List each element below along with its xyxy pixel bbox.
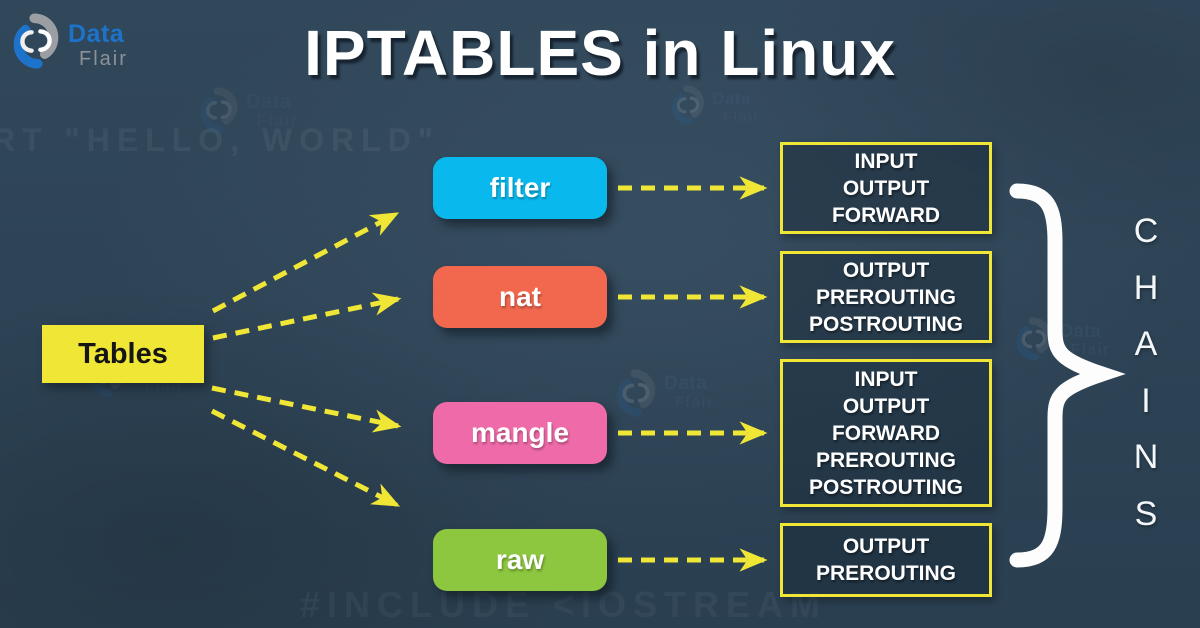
- table-pill-raw: raw: [433, 529, 607, 591]
- page-title: IPTABLES in Linux: [304, 17, 896, 89]
- chain-name: INPUT: [854, 367, 918, 391]
- chain-name: OUTPUT: [842, 176, 930, 200]
- table-pill-label: nat: [499, 281, 541, 312]
- chain-name: FORWARD: [831, 203, 941, 227]
- chain-name: INPUT: [854, 149, 918, 173]
- chain-name: PREROUTING: [815, 562, 956, 585]
- table-pill-nat: nat: [433, 266, 607, 328]
- chain-name: POSTROUTING: [808, 312, 963, 336]
- dataflair-logo: Data Flair: [8, 12, 128, 70]
- tables-node-label: Tables: [78, 337, 168, 370]
- brand-name-bottom: Flair: [79, 48, 128, 70]
- dataflair-logo-icon: [196, 86, 242, 134]
- chain-name: OUTPUT: [842, 535, 930, 558]
- chain-box-nat: OUTPUT PREROUTING POSTROUTING: [780, 251, 992, 343]
- arrow-tables-to-raw: [210, 408, 401, 508]
- chain-box-filter: INPUT OUTPUT FORWARD: [780, 142, 992, 234]
- brand-name-top: Data: [68, 20, 125, 48]
- table-pill-label: mangle: [470, 417, 570, 448]
- curly-brace: [1009, 183, 1126, 568]
- chain-name: OUTPUT: [842, 258, 930, 282]
- dataflair-logo-icon: [612, 368, 660, 418]
- chain-name: POSTROUTING: [808, 475, 963, 499]
- dataflair-logo-text: Data Flair: [68, 20, 128, 70]
- table-pill-label: raw: [495, 544, 545, 575]
- chain-name: FORWARD: [831, 421, 941, 445]
- arrow-tables-to-nat: [212, 292, 402, 341]
- dataflair-logo-icon: [1012, 316, 1056, 362]
- chain-box-mangle: INPUT OUTPUT FORWARD PREROUTING POSTROUT…: [780, 359, 992, 507]
- dataflair-logo-icon: [668, 84, 708, 126]
- chain-name: PREROUTING: [815, 448, 956, 472]
- table-pill-filter: filter: [433, 157, 607, 219]
- arrow-tables-to-mangle: [211, 385, 402, 433]
- table-pill-mangle: mangle: [433, 402, 607, 464]
- table-pill-label: filter: [489, 172, 551, 203]
- arrow-tables-to-filter: [211, 211, 400, 314]
- background-watermark-text: RT "HELLO, WORLD": [0, 122, 440, 158]
- chain-name: PREROUTING: [815, 285, 956, 309]
- chain-name: OUTPUT: [842, 394, 930, 418]
- tables-node: Tables: [42, 325, 204, 383]
- chain-box-raw: OUTPUT PREROUTING: [780, 523, 992, 597]
